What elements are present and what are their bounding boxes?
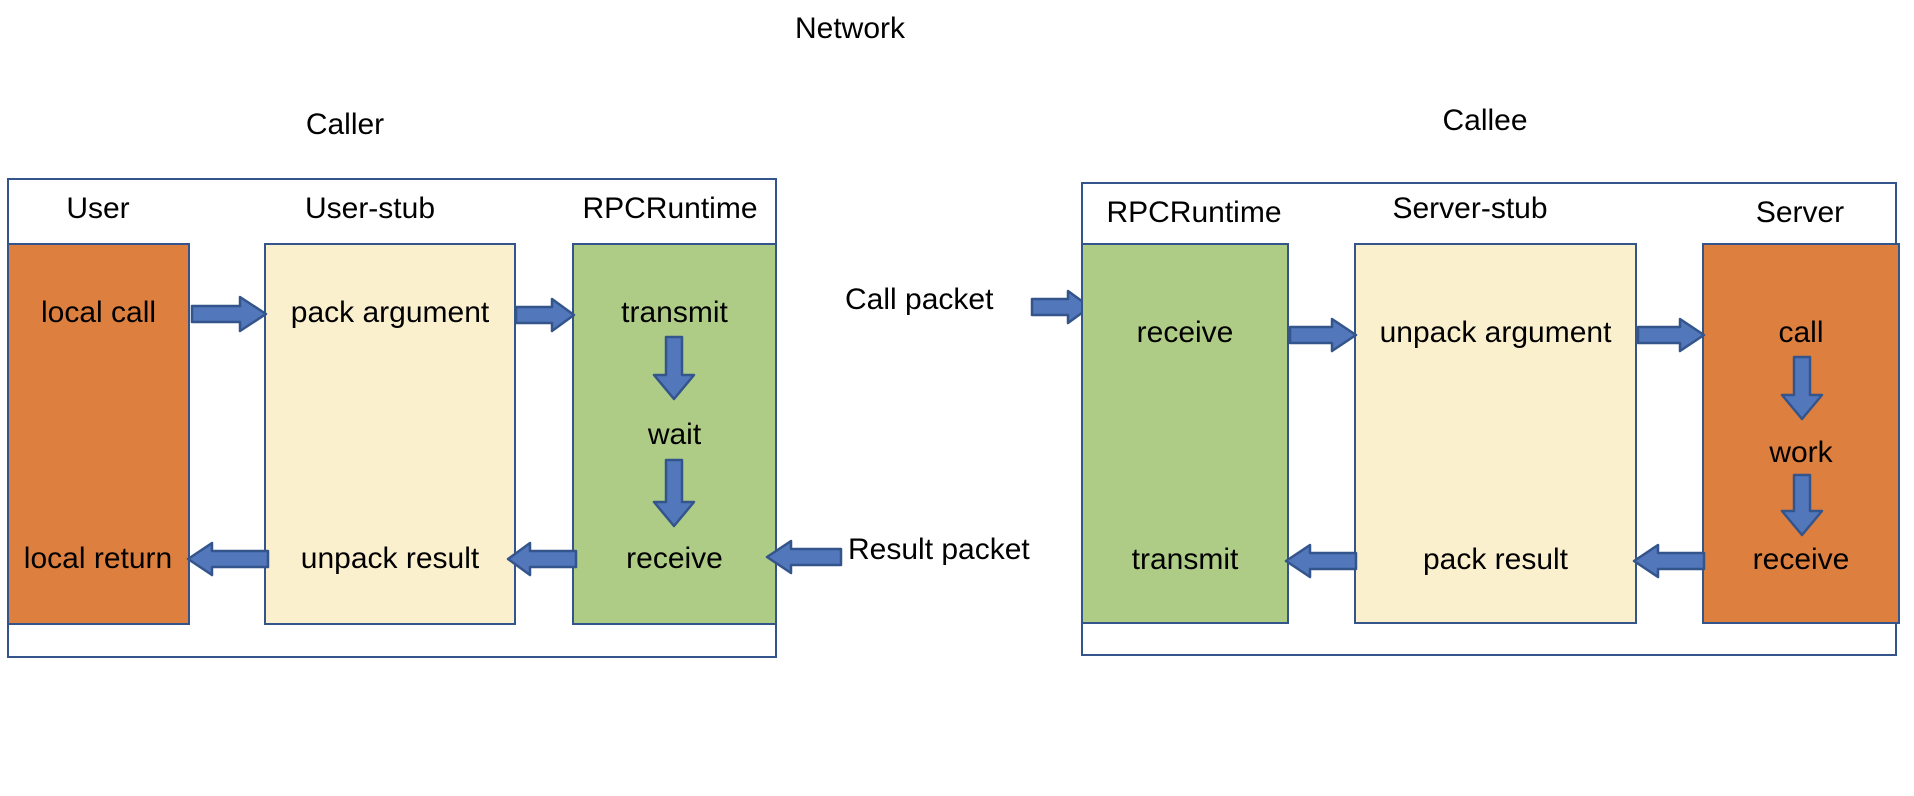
arrow-wait-to-receive <box>651 458 697 528</box>
caller-user-box <box>7 243 190 625</box>
callee-rpcruntime-box <box>1081 243 1289 624</box>
caller-user-stub-box <box>264 243 516 625</box>
caller-step-unpack-result: unpack result <box>300 542 480 575</box>
caller-column-label-user-stub: User-stub <box>304 192 436 225</box>
caller-step-local-call: local call <box>40 296 157 329</box>
arrow-transmit-to-wait <box>651 335 697 401</box>
arrow-result-packet <box>765 538 843 576</box>
arrow-call-packet <box>1030 288 1092 326</box>
caller-step-receive: receive <box>626 542 723 575</box>
callee-caption: Callee <box>1442 104 1528 137</box>
callee-step-unpack-argument: unpack argument <box>1379 316 1612 349</box>
callee-step-transmit: transmit <box>1131 543 1239 576</box>
call-packet-label: Call packet <box>845 283 994 316</box>
callee-step-work: work <box>1769 436 1833 469</box>
arrow-local-call-to-pack-argument <box>190 294 268 334</box>
arrow-pack-result-to-transmit <box>1284 542 1358 580</box>
callee-column-label-rpcruntime: RPCRuntime <box>1106 196 1282 229</box>
caller-step-wait: wait <box>647 418 702 451</box>
caller-step-local-return: local return <box>23 542 173 575</box>
callee-step-pack-result: pack result <box>1422 543 1569 576</box>
callee-column-label-server-stub: Server-stub <box>1392 192 1548 225</box>
arrow-pack-argument-to-transmit <box>514 296 576 334</box>
diagram-title: Network <box>794 12 906 45</box>
caller-step-transmit: transmit <box>621 296 728 329</box>
arrow-receive-to-unpack-result <box>506 540 578 578</box>
arrow-unpack-result-to-local-return <box>186 540 270 578</box>
caller-column-label-user: User <box>66 192 130 225</box>
callee-step-receive: receive <box>1752 543 1850 576</box>
callee-step-call: call <box>1778 316 1824 349</box>
result-packet-label: Result packet <box>848 533 1030 566</box>
callee-column-label-server: Server <box>1755 196 1845 229</box>
arrow-call-to-work <box>1779 355 1825 421</box>
arrow-receive-to-unpack-argument <box>1288 316 1358 354</box>
arrow-receive-to-pack-result <box>1632 542 1706 580</box>
arrow-unpack-argument-to-call <box>1636 316 1706 354</box>
callee-step-receive: receive <box>1136 316 1234 349</box>
caller-caption: Caller <box>305 108 385 141</box>
caller-column-label-rpcruntime: RPCRuntime <box>582 192 758 225</box>
caller-rpcruntime-box <box>572 243 777 625</box>
callee-server-box <box>1702 243 1900 624</box>
arrow-work-to-receive <box>1779 473 1825 537</box>
callee-server-stub-box <box>1354 243 1637 624</box>
caller-step-pack-argument: pack argument <box>290 296 490 329</box>
